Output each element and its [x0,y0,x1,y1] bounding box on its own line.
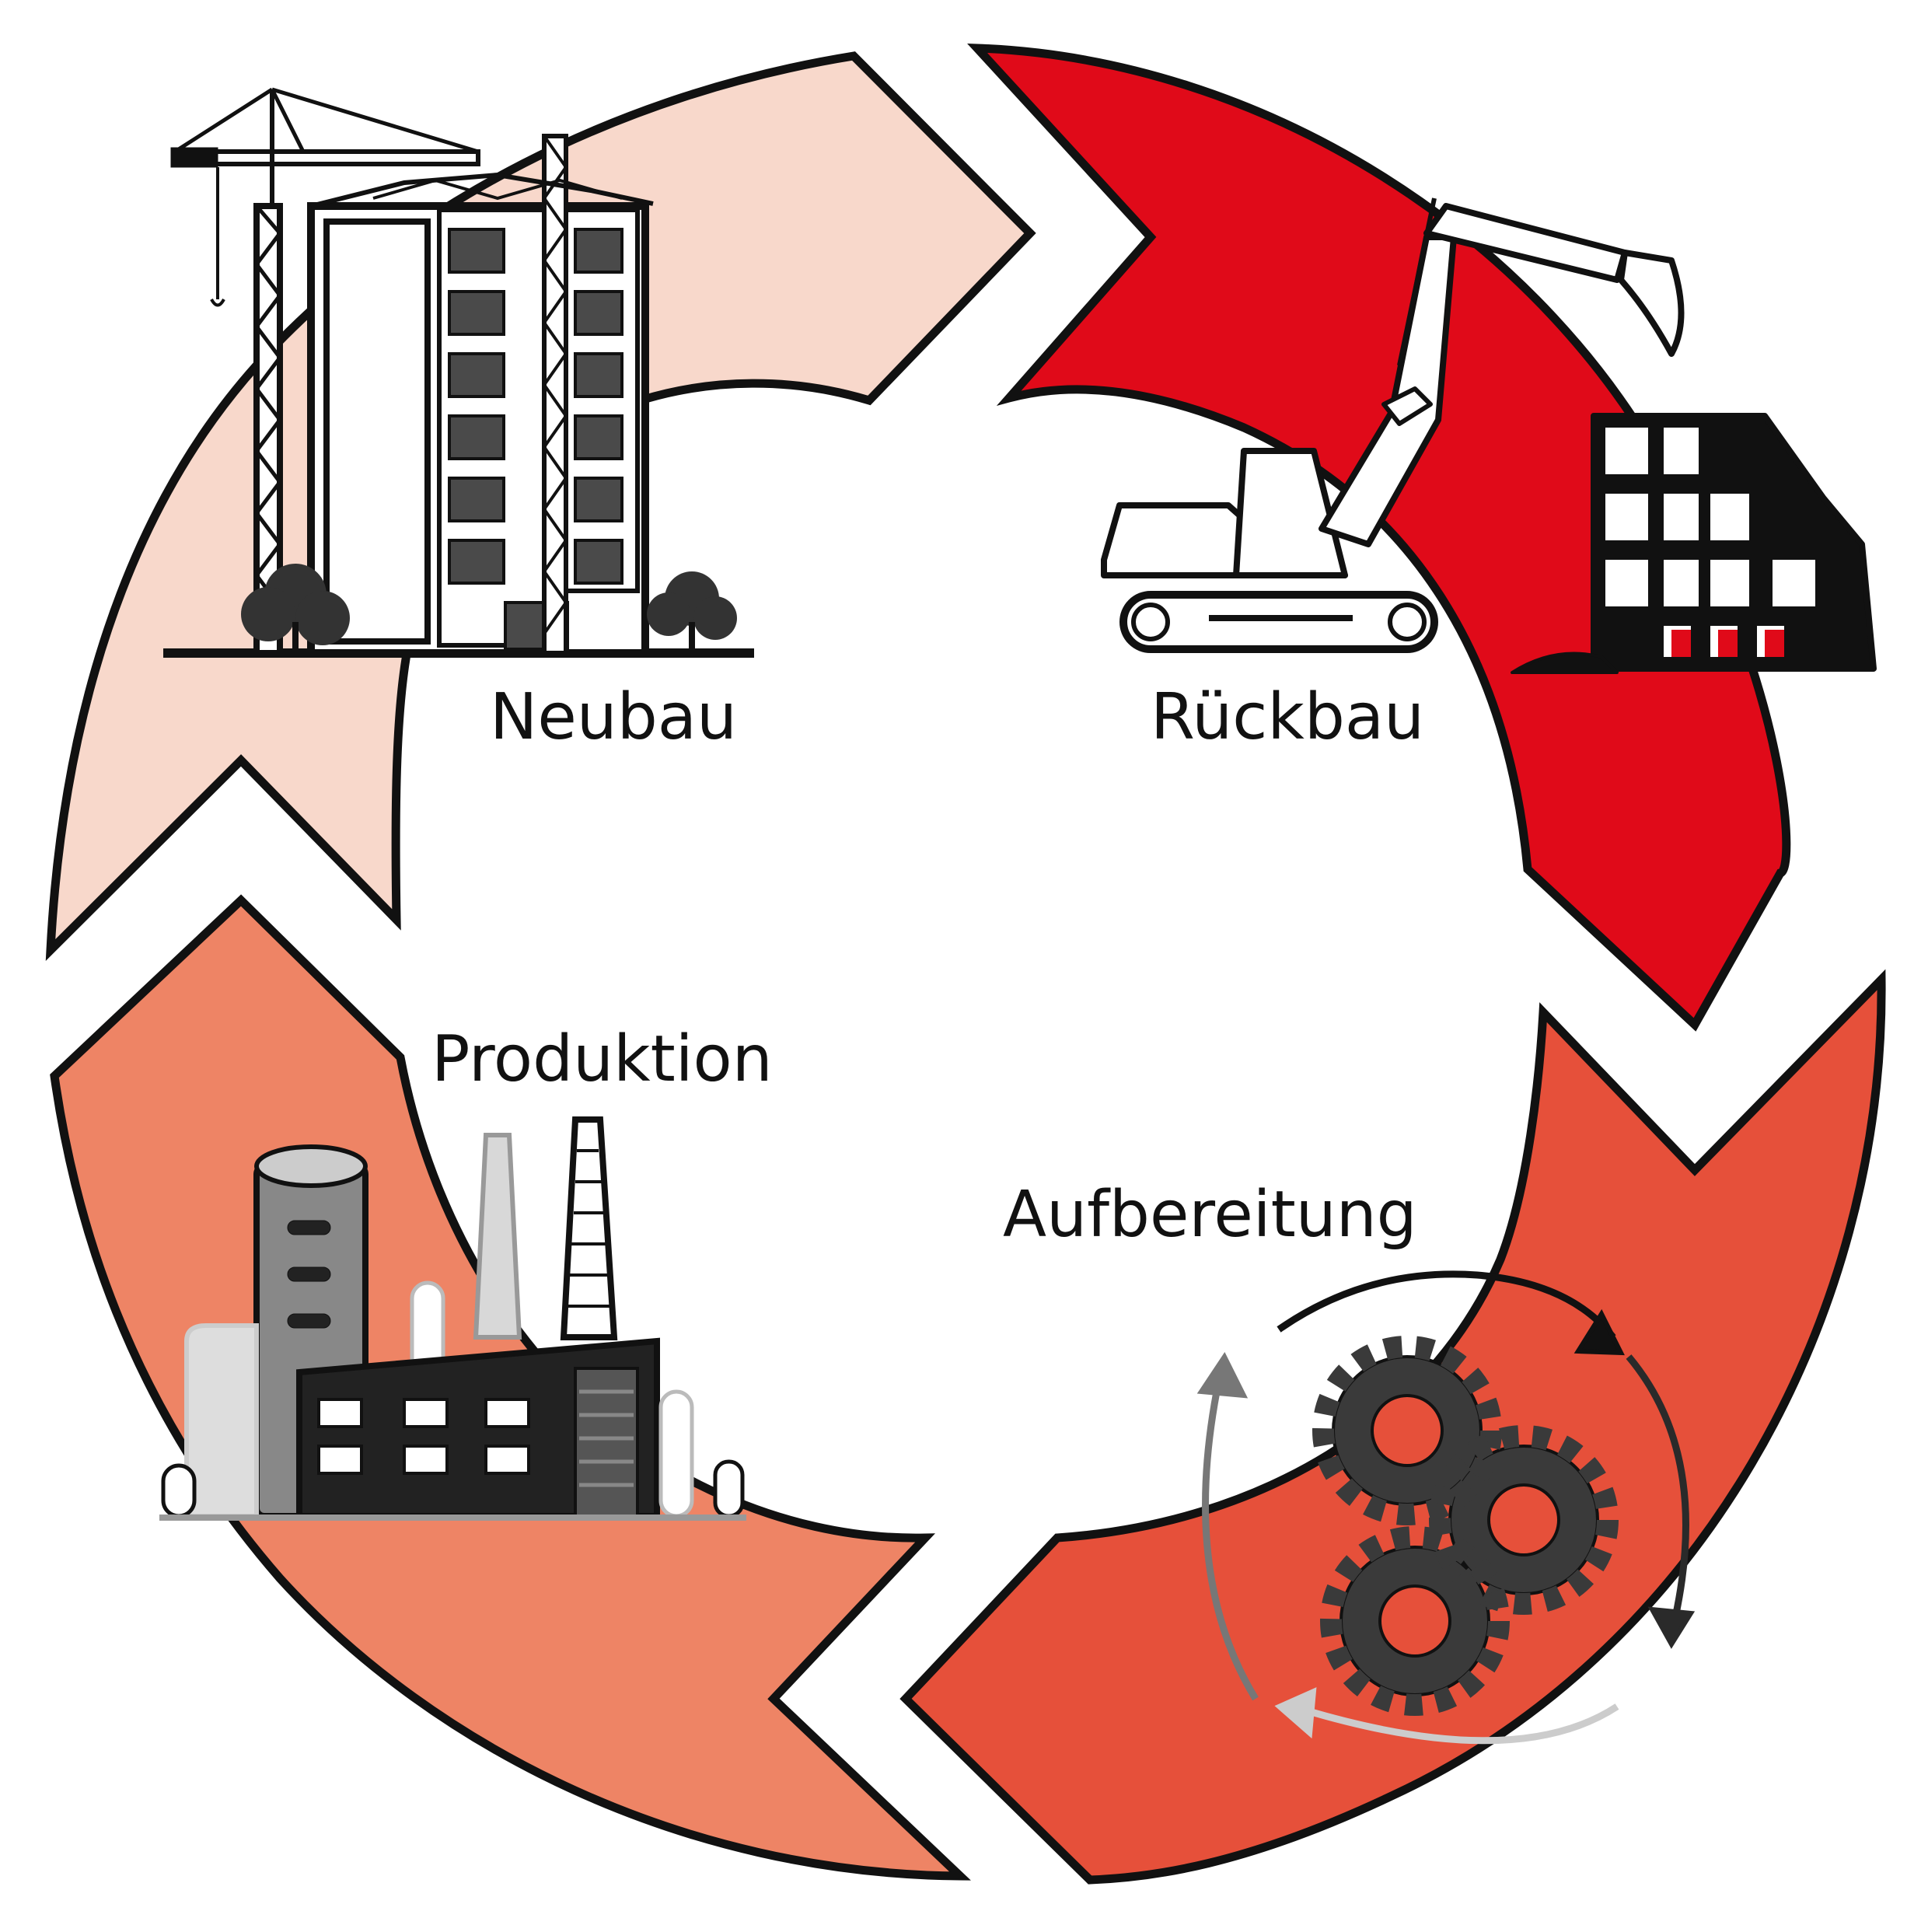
label-neubau: Neubau [490,680,737,754]
gears-recycling-icon [1196,1270,1696,1745]
factory-icon [159,1116,746,1521]
excavator-demolition-icon [1101,197,1877,674]
label-produktion: Produktion [431,1022,773,1096]
construction-crane-building-icon [163,87,754,658]
label-aufbereitung: Aufbereitung [1003,1178,1417,1252]
rueckbau-arrow [967,44,1791,1032]
stage-labels: Neubau Rückbau Produktion Aufbereitung [431,680,1424,1252]
label-rueckbau: Rückbau [1151,680,1424,754]
